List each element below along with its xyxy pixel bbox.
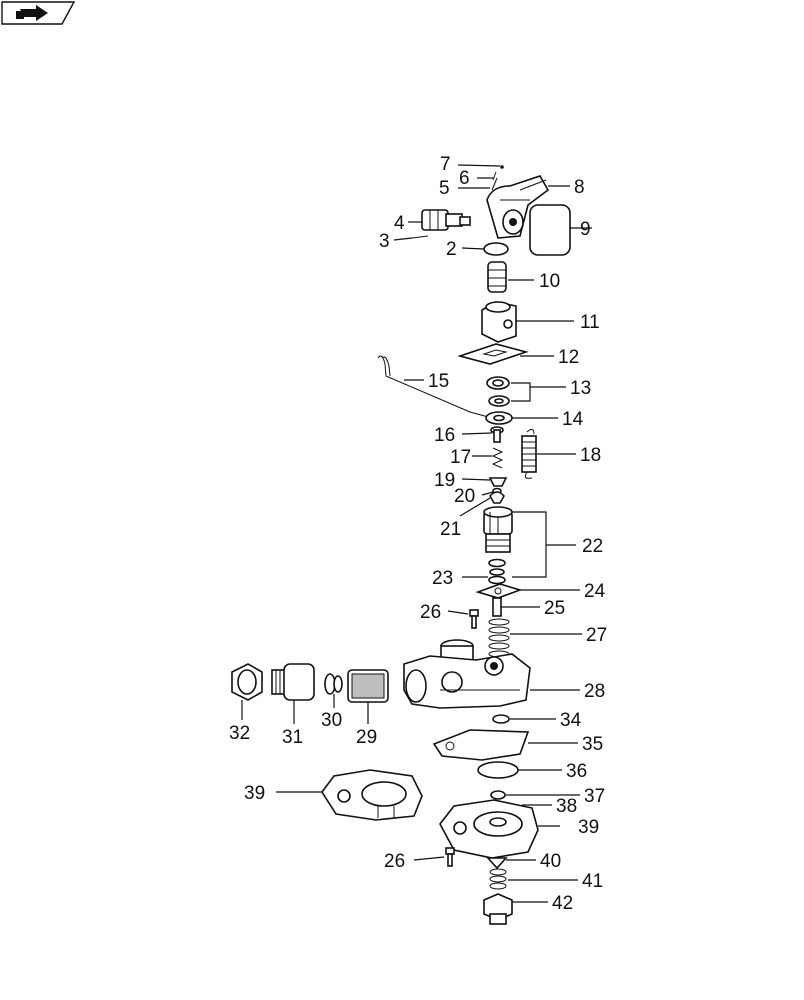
part-washer-2 bbox=[483, 242, 509, 256]
callout-30: 30 bbox=[321, 710, 342, 731]
part-washers-23 bbox=[488, 558, 506, 585]
callout-34: 34 bbox=[560, 710, 582, 731]
part-spring-41 bbox=[489, 868, 507, 890]
callout-39-left: 39 bbox=[244, 783, 265, 804]
callout-7: 7 bbox=[440, 154, 451, 175]
callout-9: 9 bbox=[580, 219, 591, 240]
callout-26-lower: 26 bbox=[384, 851, 405, 872]
part-nut-32 bbox=[231, 663, 263, 701]
part-spring-10 bbox=[487, 261, 507, 293]
callout-28: 28 bbox=[584, 681, 605, 702]
part-body-28 bbox=[403, 639, 531, 709]
callout-27: 27 bbox=[586, 625, 607, 646]
part-cap-19 bbox=[488, 477, 508, 487]
part-bolt-26-upper bbox=[469, 609, 479, 629]
callout-38: 38 bbox=[556, 796, 577, 817]
callout-24: 24 bbox=[584, 581, 606, 602]
callout-40: 40 bbox=[540, 851, 561, 872]
callout-26-upper: 26 bbox=[420, 602, 441, 623]
callout-42: 42 bbox=[552, 893, 573, 914]
part-diaphragm-36 bbox=[477, 761, 519, 779]
callout-23: 23 bbox=[432, 568, 453, 589]
callout-25: 25 bbox=[544, 598, 565, 619]
callout-5: 5 bbox=[439, 178, 450, 199]
part-gasket-35 bbox=[432, 729, 530, 761]
part-washer-34 bbox=[492, 714, 510, 724]
part-plate-14 bbox=[485, 411, 513, 425]
part-washers-13 bbox=[486, 376, 510, 407]
part-seal-37 bbox=[490, 790, 506, 800]
callout-13: 13 bbox=[570, 378, 591, 399]
part-block-11 bbox=[481, 301, 517, 343]
callout-36: 36 bbox=[566, 761, 587, 782]
part-gasket-12 bbox=[457, 343, 529, 365]
callout-6: 6 bbox=[459, 168, 470, 189]
part-housing-22 bbox=[483, 506, 513, 553]
part-spring-27 bbox=[488, 618, 510, 658]
part-fitting-4 bbox=[421, 209, 471, 231]
part-rod-15 bbox=[377, 355, 493, 419]
callout-12: 12 bbox=[558, 347, 579, 368]
callout-22: 22 bbox=[582, 536, 603, 557]
part-cover-39-right bbox=[439, 799, 539, 859]
callout-8: 8 bbox=[574, 177, 585, 198]
callout-39-right: 39 bbox=[578, 817, 599, 838]
leader-lines bbox=[241, 164, 592, 903]
callout-11: 11 bbox=[580, 312, 600, 333]
callout-4: 4 bbox=[394, 213, 405, 234]
part-ring-20-21 bbox=[489, 487, 505, 504]
part-stem-25 bbox=[492, 597, 502, 617]
callout-17: 17 bbox=[450, 447, 471, 468]
callout-labels: 7 6 5 8 4 3 2 9 10 11 12 15 13 14 16 17 … bbox=[229, 154, 607, 914]
part-washer-30 bbox=[324, 673, 343, 695]
callout-15: 15 bbox=[428, 371, 449, 392]
part-lever-handle bbox=[486, 175, 571, 256]
callout-2: 2 bbox=[446, 239, 457, 260]
callout-3: 3 bbox=[379, 231, 390, 252]
part-plug-42 bbox=[483, 893, 513, 925]
part-flange-24 bbox=[475, 583, 523, 599]
callout-18: 18 bbox=[580, 445, 601, 466]
part-spring-18 bbox=[521, 428, 537, 479]
callout-21: 21 bbox=[440, 519, 461, 540]
callout-32: 32 bbox=[229, 723, 250, 744]
callout-41: 41 bbox=[582, 871, 603, 892]
callout-37: 37 bbox=[584, 786, 605, 807]
next-page-button[interactable] bbox=[1, 1, 76, 25]
part-spindle-16 bbox=[490, 426, 504, 443]
callout-29: 29 bbox=[356, 727, 377, 748]
callout-35: 35 bbox=[582, 734, 603, 755]
part-pin-5-6-7 bbox=[491, 165, 504, 191]
part-cover-39-left bbox=[321, 769, 423, 821]
callout-20: 20 bbox=[454, 486, 475, 507]
part-bolt-26-lower bbox=[445, 847, 455, 867]
part-spring-17 bbox=[491, 447, 504, 469]
part-valve-40 bbox=[486, 857, 508, 870]
callout-14: 14 bbox=[562, 409, 584, 430]
part-fitting-31 bbox=[271, 663, 315, 701]
part-filter-29 bbox=[347, 669, 389, 703]
next-page-arrow-icon bbox=[16, 5, 48, 21]
callout-31: 31 bbox=[282, 727, 303, 748]
part-pin-3 bbox=[411, 235, 429, 239]
callout-19: 19 bbox=[434, 470, 455, 491]
callout-16: 16 bbox=[434, 425, 455, 446]
callout-10: 10 bbox=[539, 271, 560, 292]
